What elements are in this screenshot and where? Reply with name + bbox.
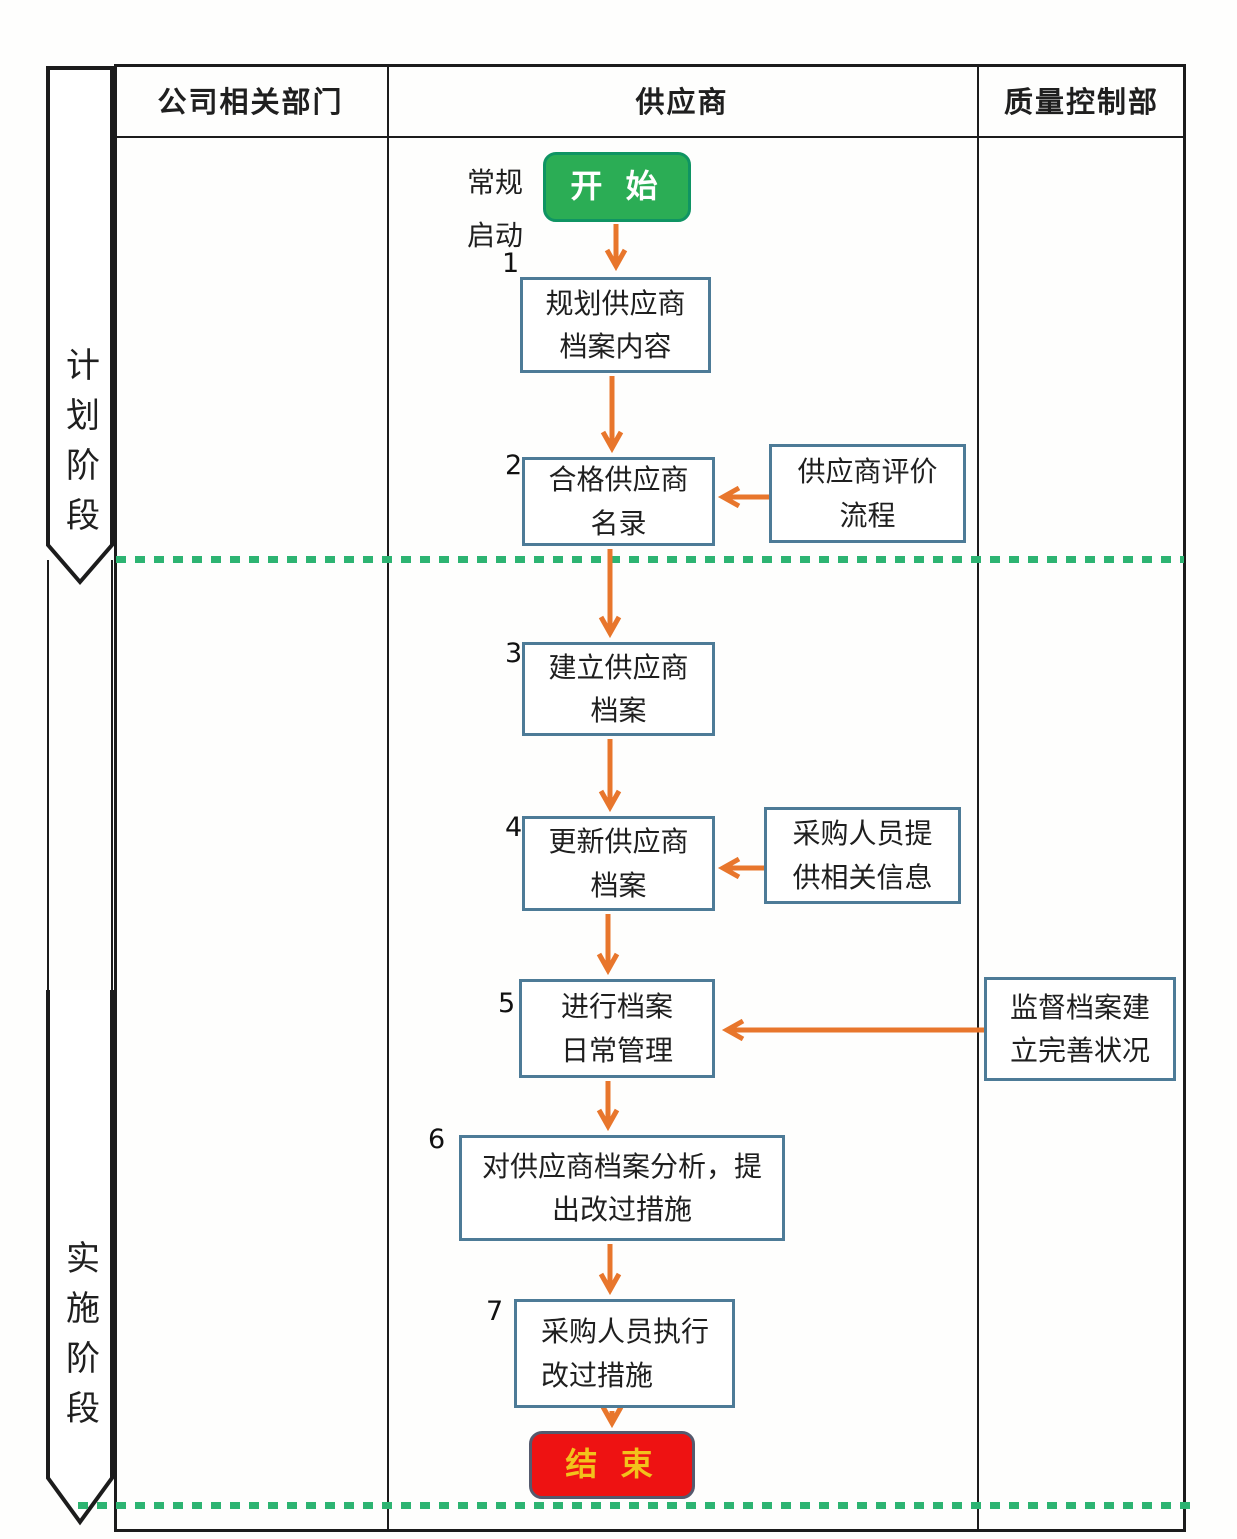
end-terminal: 结 束: [529, 1431, 695, 1499]
step2-number: 2: [505, 450, 523, 481]
step1-line1: 规划供应商: [545, 286, 686, 320]
step4-line2: 档案: [590, 868, 647, 902]
phase-label-planning: 计划阶段: [59, 347, 100, 547]
step7-number: 7: [486, 1296, 504, 1327]
step7-line1: 采购人员执行: [541, 1315, 710, 1349]
side-box-purchasing-info: 采购人员提 供相关信息: [764, 807, 961, 904]
step2-line2: 名录: [590, 506, 647, 540]
side-box-purchasing-info-line2: 供相关信息: [792, 860, 933, 894]
step5-number: 5: [498, 988, 516, 1019]
step6-line1: 对供应商档案分析，提: [481, 1149, 762, 1183]
step3-line1: 建立供应商: [548, 650, 689, 684]
start-note-line2: 启动: [466, 219, 523, 253]
step7-box: 采购人员执行 改过措施: [514, 1299, 735, 1408]
step4-box: 更新供应商 档案: [522, 816, 715, 911]
step6-box: 对供应商档案分析，提 出改过措施: [459, 1135, 785, 1241]
step3-box: 建立供应商 档案: [522, 642, 715, 736]
swimlane-table-frame: [114, 64, 1186, 1532]
step3-line2: 档案: [590, 694, 647, 727]
side-box-supplier-evaluation-line1: 供应商评价: [797, 455, 938, 489]
step5-line2: 日常管理: [560, 1033, 673, 1067]
side-box-supervision-line1: 监督档案建: [1009, 990, 1150, 1024]
step6-line2: 出改过措施: [551, 1193, 692, 1226]
side-box-supervision-line2: 立完善状况: [1009, 1034, 1150, 1067]
step7-line2: 改过措施: [541, 1358, 654, 1392]
step4-line1: 更新供应商: [548, 825, 689, 859]
start-note-line1: 常规: [466, 166, 523, 199]
side-box-supplier-evaluation-line2: 流程: [839, 498, 896, 532]
lane-header-supplier: 供应商: [635, 85, 729, 119]
side-box-supplier-evaluation: 供应商评价 流程: [769, 444, 966, 543]
step2-line1: 合格供应商: [548, 463, 689, 497]
lane-divider-1: [387, 64, 389, 1532]
start-terminal: 开 始: [543, 152, 691, 222]
side-box-supervision: 监督档案建 立完善状况: [984, 977, 1176, 1081]
phase-divider-dotted-line-2: [78, 1502, 1190, 1509]
phase-label-implementation: 实施阶段: [59, 1240, 100, 1440]
lane-divider-2: [977, 64, 979, 1532]
side-box-purchasing-info-line1: 采购人员提: [792, 817, 933, 851]
step5-line1: 进行档案: [560, 990, 673, 1024]
start-note: 常规 启动: [458, 156, 532, 262]
step6-number: 6: [428, 1124, 446, 1155]
step3-number: 3: [505, 638, 523, 669]
step1-box: 规划供应商 档案内容: [520, 277, 711, 373]
step1-number: 1: [502, 248, 520, 279]
step4-number: 4: [505, 812, 523, 843]
header-separator-line: [116, 136, 1184, 138]
step1-line2: 档案内容: [559, 330, 672, 363]
step5-box: 进行档案 日常管理: [519, 979, 715, 1078]
phase-divider-dotted-line-1: [116, 556, 1184, 563]
step2-box: 合格供应商 名录: [522, 457, 715, 546]
lane-header-quality-control: 质量控制部: [1003, 85, 1159, 119]
lane-header-company-departments: 公司相关部门: [157, 85, 344, 119]
